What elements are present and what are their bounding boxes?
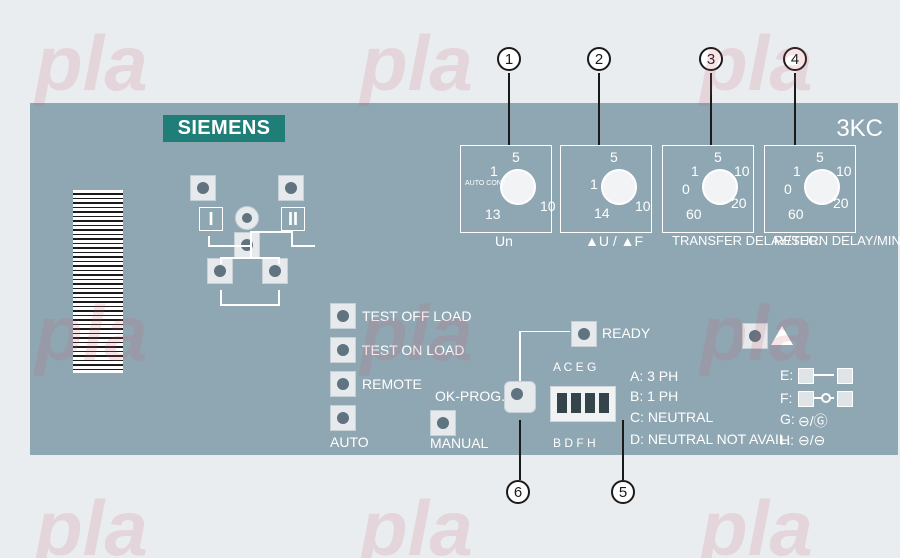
dial-1-min: 1 — [490, 163, 498, 179]
dip-switch-bank[interactable] — [550, 386, 616, 422]
dial-box-4 — [764, 145, 856, 233]
dial-1-max: 10 — [540, 198, 556, 214]
dial-3-twenty: 20 — [731, 195, 747, 211]
dial-2-min: 1 — [590, 176, 598, 192]
wiring-lines — [208, 231, 315, 306]
dip-bottom-labels: B D F H — [553, 436, 596, 450]
ok-prog-label: OK-PROG. — [435, 388, 506, 404]
dip-legend-a: A: 3 PH — [630, 368, 679, 384]
dial-knob-2[interactable] — [601, 169, 637, 205]
callout-4: 4 — [783, 47, 807, 71]
source-i-button[interactable] — [190, 175, 216, 201]
dial-box-2 — [560, 145, 652, 233]
dip-switch-g[interactable] — [599, 393, 609, 413]
legend-f-box-1 — [798, 391, 814, 407]
dial-3-one: 1 — [691, 163, 699, 179]
callout-2: 2 — [587, 47, 611, 71]
dial-knob-1[interactable] — [500, 169, 536, 205]
source-ii-label: II — [281, 207, 305, 231]
dial-4-sixty: 60 — [788, 206, 804, 222]
manual-button[interactable] — [430, 410, 456, 436]
callout-6: 6 — [506, 480, 530, 504]
test-off-load-label: TEST OFF LOAD — [362, 308, 472, 324]
legend-e-line — [814, 374, 834, 376]
dial-box-3 — [662, 145, 754, 233]
right-legend-g: G: — [780, 411, 795, 427]
right-legend-e: E: — [780, 367, 794, 383]
dial-4-five: 5 — [816, 149, 824, 165]
warning-button[interactable] — [742, 323, 768, 349]
dip-switch-e[interactable] — [585, 393, 595, 413]
brand-logo: SIEMENS — [163, 115, 285, 142]
dial-3-zero: 0 — [682, 181, 690, 197]
callout-5: 5 — [611, 480, 635, 504]
legend-g-icons: ⊖/Ⓖ — [798, 413, 828, 429]
source-i-label: I — [199, 207, 223, 231]
dial-1-mid: 5 — [512, 149, 520, 165]
manual-label: MANUAL — [430, 435, 489, 451]
test-on-load-button[interactable] — [330, 337, 356, 363]
dip-legend-d: D: NEUTRAL NOT AVAIL. — [630, 431, 791, 447]
remote-button[interactable] — [330, 371, 356, 397]
dip-top-labels: A C E G — [553, 360, 597, 374]
dial-knob-3[interactable] — [702, 169, 738, 205]
dial-3-sixty: 60 — [686, 206, 702, 222]
legend-f-box-2 — [837, 391, 853, 407]
dial-2-mid: 5 — [610, 149, 618, 165]
dial-4-one: 1 — [793, 163, 801, 179]
dip-legend-c: C: NEUTRAL — [630, 409, 714, 425]
dial-4-zero: 0 — [784, 181, 792, 197]
auto-label: AUTO — [330, 434, 369, 450]
right-legend-f: F: — [780, 390, 793, 406]
auto-button[interactable] — [330, 405, 356, 431]
callout-3: 3 — [699, 47, 723, 71]
callout-leader-lines — [508, 73, 796, 480]
test-off-load-button[interactable] — [330, 303, 356, 329]
warning-triangle-icon — [771, 326, 793, 345]
dial-2-low: 14 — [594, 205, 610, 221]
dial-label-1: Un — [495, 233, 513, 249]
center-o-button[interactable] — [235, 206, 259, 230]
test-on-load-label: TEST ON LOAD — [362, 342, 465, 358]
dial-4-ten: 10 — [836, 163, 852, 179]
dial-label-3: TRANSFER DELAY/SEC. — [672, 233, 822, 248]
legend-f-dot-icon — [821, 393, 831, 403]
legend-e-box-1 — [798, 368, 814, 384]
source-ii-button[interactable] — [278, 175, 304, 201]
callout-1: 1 — [497, 47, 521, 71]
barcode — [73, 190, 123, 373]
dial-4-twenty: 20 — [833, 195, 849, 211]
dial-1-extra: AUTO CONF — [465, 180, 507, 187]
dial-3-ten: 10 — [734, 163, 750, 179]
model-number: 3KC — [836, 115, 883, 142]
dial-box-1 — [460, 145, 552, 233]
dip-switch-c[interactable] — [571, 393, 581, 413]
dial-2-max: 10 — [635, 198, 651, 214]
ready-label: READY — [602, 325, 651, 341]
right-legend-h: H: — [780, 432, 794, 448]
dial-3-five: 5 — [714, 149, 722, 165]
dip-switch-a[interactable] — [557, 393, 567, 413]
controller-panel: SIEMENS 3KC I II Un ▲U / ▲F TRANSFER D — [30, 47, 900, 504]
ready-indicator — [571, 321, 597, 347]
remote-label: REMOTE — [362, 376, 422, 392]
dial-label-4: RETURN DELAY/MIN. — [774, 233, 900, 248]
legend-h-icons: ⊖/⊖ — [798, 432, 826, 448]
dial-knob-4[interactable] — [804, 169, 840, 205]
dial-label-2: ▲U / ▲F — [585, 233, 644, 249]
ok-prog-button[interactable] — [504, 381, 536, 413]
dial-1-low: 13 — [485, 206, 501, 222]
dip-legend-b: B: 1 PH — [630, 388, 679, 404]
ok-prog-connector — [519, 331, 570, 381]
legend-e-box-2 — [837, 368, 853, 384]
